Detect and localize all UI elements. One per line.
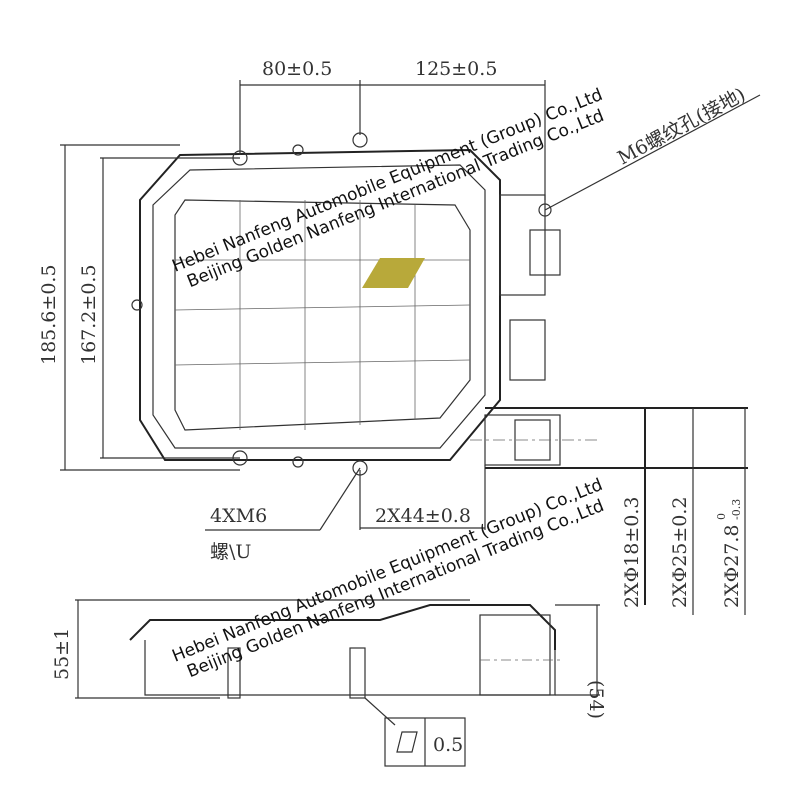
pipe-dia-3-tol-upper: 0 [715,513,728,520]
flatness-value: 0.5 [433,734,463,756]
ground-hole-label: M6螺纹孔(接地) [614,84,749,170]
top-view-housing [131,132,600,476]
pipe-dia-2: 2XΦ25±0.2 [669,496,691,608]
dim-height-inner: 167.2±0.5 [78,264,100,365]
side-dim-ref: (54) [585,680,607,719]
dim-height-outer: 185.6±0.5 [38,264,60,365]
mount-holes-sub: 螺\U [210,541,251,563]
dimension-lines [60,80,761,615]
flatness-symbol-icon [396,731,418,753]
mount-holes-label: 4XM6 [210,505,267,527]
watermark-line1: Hebei Nanfeng Automobile Equipment (Grou… [169,85,605,277]
pipe-dia-1: 2XΦ18±0.3 [621,496,643,608]
logo-mark [362,258,425,288]
side-dim-height: 55±1 [51,628,73,680]
pipe-dia-3-tol-lower: -0.3 [730,499,743,520]
watermark-line1: Hebei Nanfeng Automobile Equipment (Grou… [169,475,605,667]
pipe-spacing: 2X44±0.8 [375,505,471,527]
dim-width-right: 125±0.5 [415,58,497,80]
pipe-dia-3: 2XΦ27.8 0 -0.3 [715,499,743,608]
pipe-dia-3-value: 2XΦ27.8 [721,525,743,609]
side-view [75,599,600,767]
dim-width-left: 80±0.5 [262,58,332,80]
